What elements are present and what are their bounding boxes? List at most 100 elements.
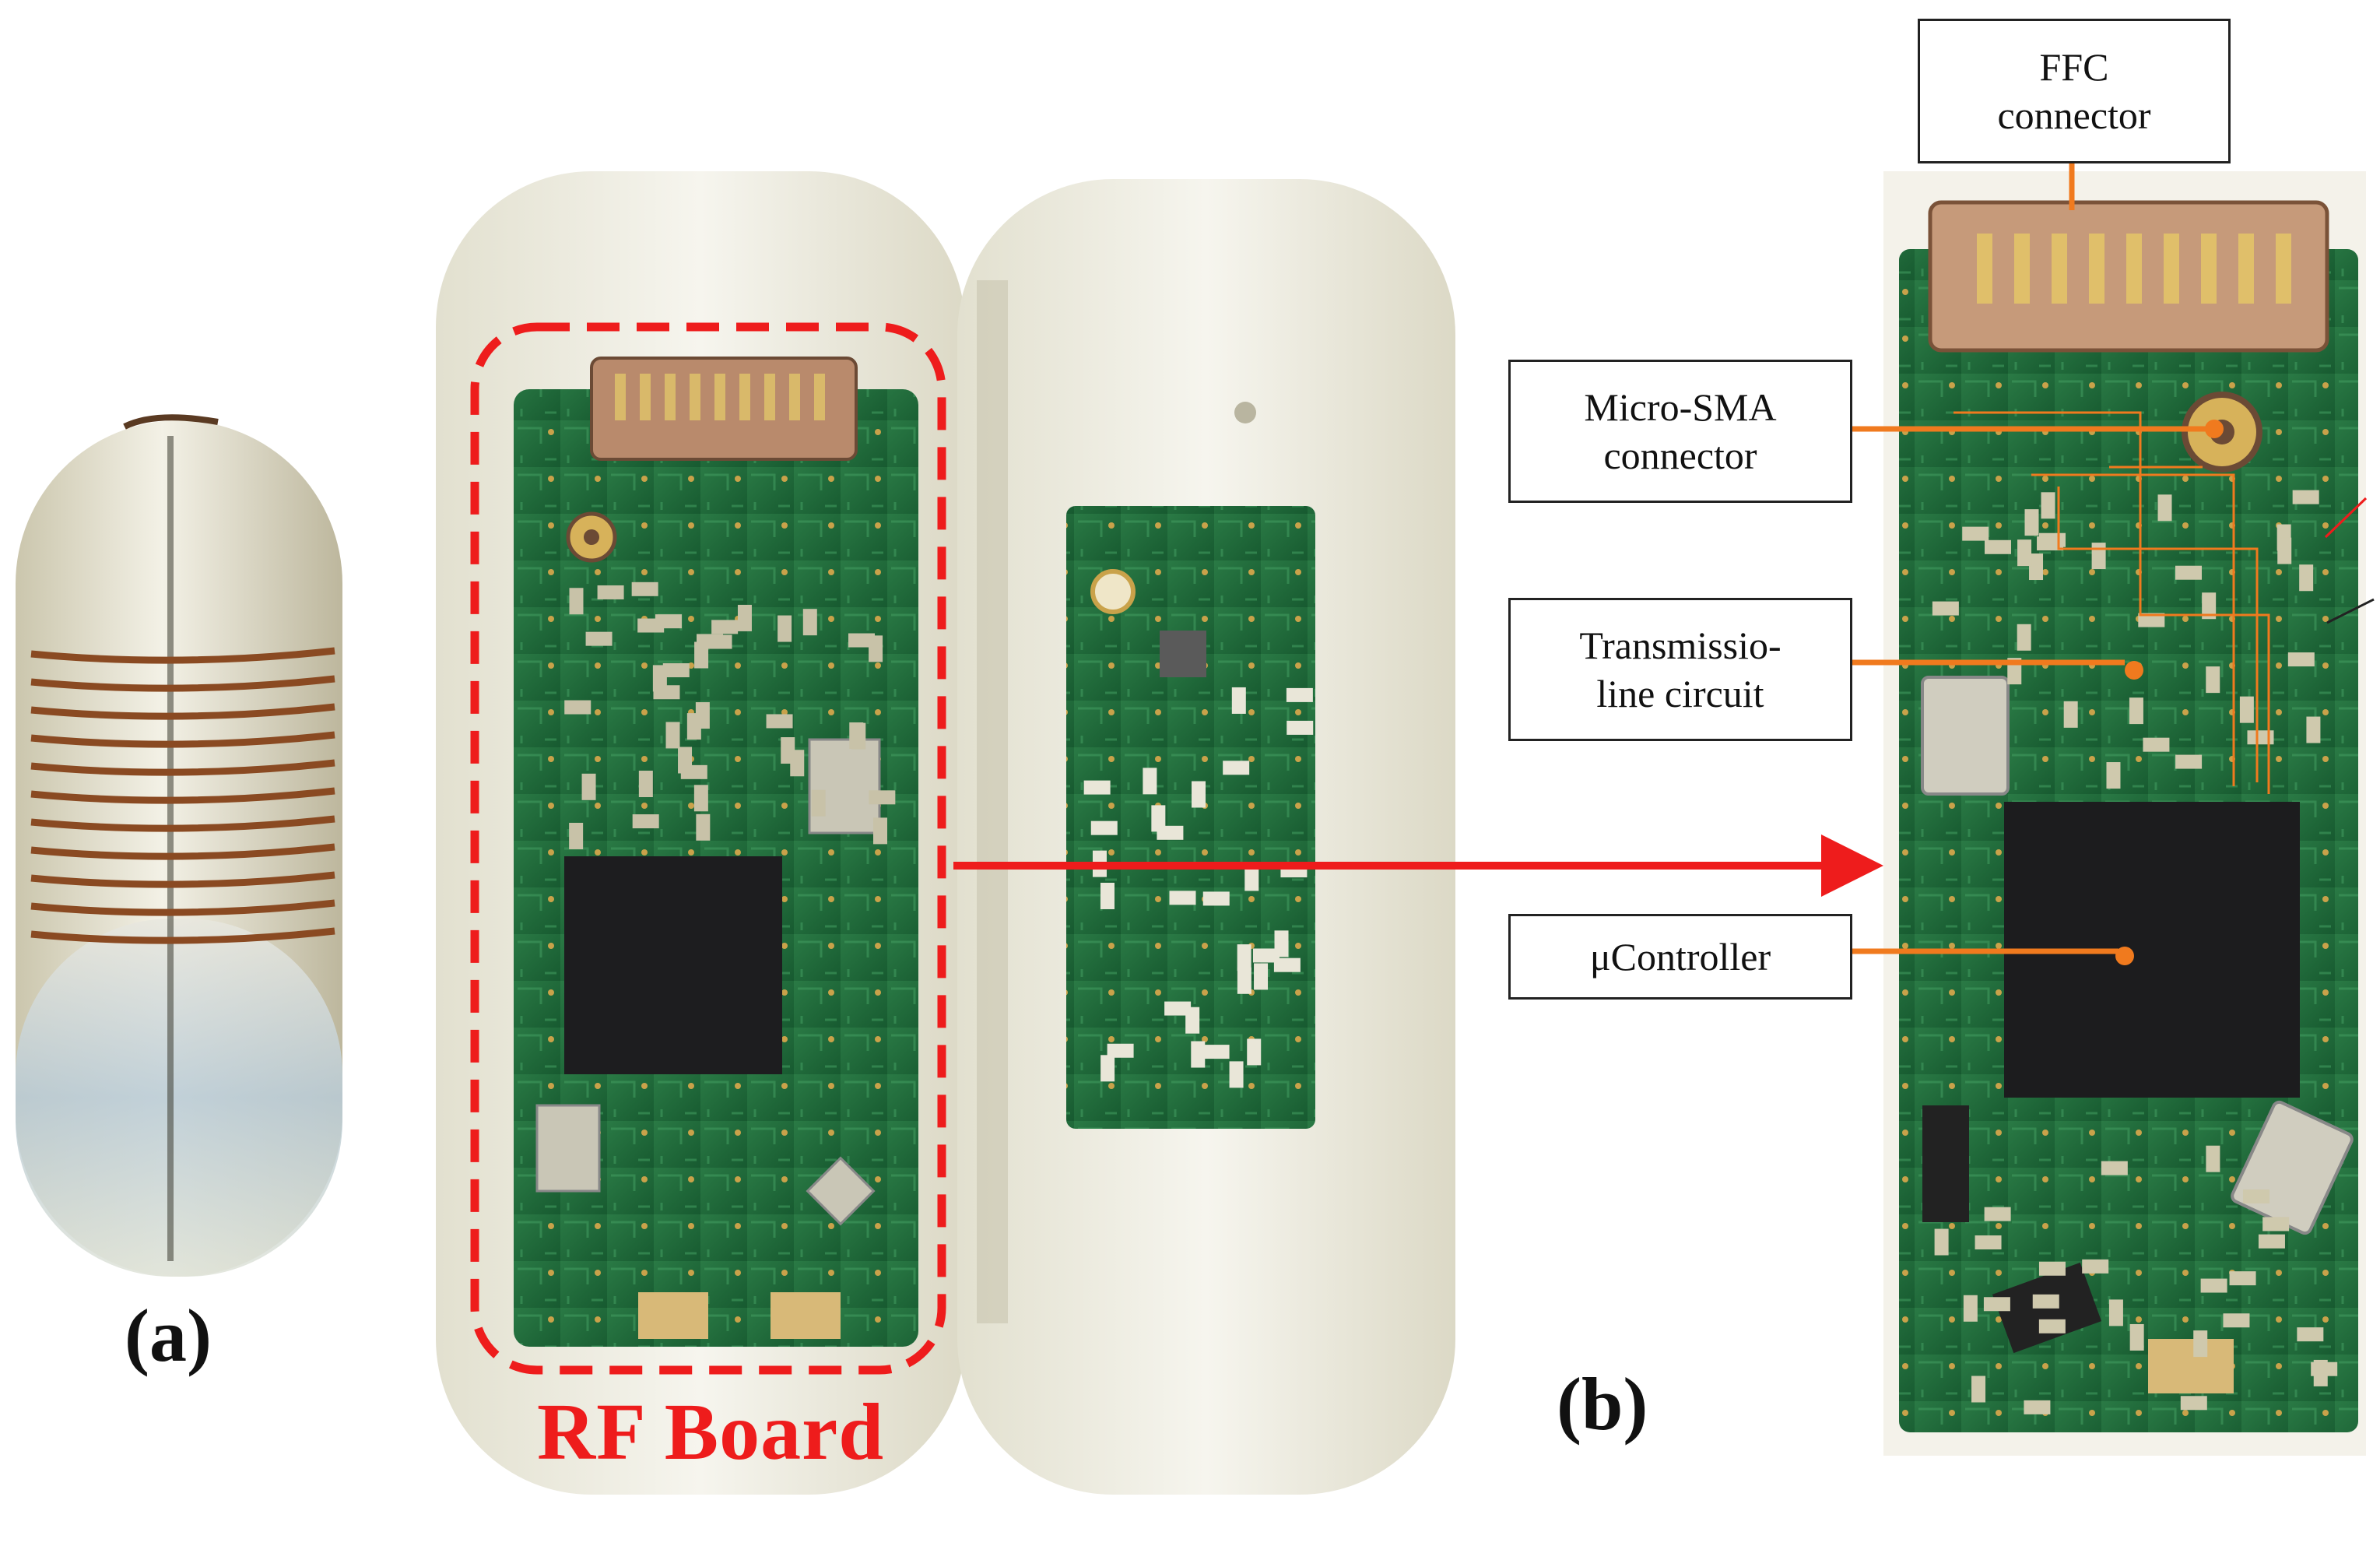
ffc-pin — [2164, 234, 2179, 304]
ffc-pin — [1977, 234, 1992, 304]
smd-component — [2029, 553, 2044, 581]
ffc-pin — [2126, 234, 2142, 304]
smd-component — [2229, 1271, 2256, 1286]
coil-winding — [30, 815, 335, 832]
smd-component — [766, 714, 793, 729]
smd-component — [1985, 539, 2012, 554]
smd-component — [665, 722, 680, 749]
smd-component — [1932, 601, 1959, 616]
ffc-pin — [640, 374, 651, 420]
smd-component — [1202, 1045, 1230, 1059]
ffc-pin — [2052, 234, 2067, 304]
coil-winding — [30, 759, 335, 776]
rf-board-label: RF Board — [537, 1387, 885, 1477]
smd-component — [1983, 1297, 2010, 1312]
shell-left — [436, 171, 965, 1495]
smd-component — [2297, 1327, 2324, 1342]
smd-component — [1971, 1376, 1986, 1403]
smd-component — [802, 609, 817, 636]
smd-component — [1202, 891, 1230, 906]
smd-component — [2091, 543, 2106, 570]
smd-component — [849, 722, 864, 749]
panel-label-a: (a) — [125, 1294, 212, 1377]
smd-component — [2017, 624, 2031, 651]
smd-component — [2143, 737, 2170, 752]
panel-label-b: (b) — [1557, 1362, 1648, 1446]
smd-component — [2311, 1362, 2338, 1376]
smd-component — [1107, 1043, 1134, 1058]
smd-component — [2024, 1400, 2051, 1414]
callout-transmission-line: Transmissio- line circuit — [1508, 598, 1852, 741]
smd-component — [1975, 1235, 2002, 1250]
leader-lines — [1851, 163, 2210, 954]
coil-winding — [30, 843, 335, 860]
smd-component — [869, 790, 896, 805]
smd-component — [2038, 1261, 2066, 1276]
smd-component — [2292, 490, 2319, 504]
smd-component — [2157, 494, 2172, 522]
smd-component — [2299, 564, 2314, 592]
smd-component — [1231, 687, 1246, 714]
smd-component — [1185, 1007, 1200, 1034]
smd-component — [1100, 882, 1115, 909]
ffc-pin — [714, 374, 725, 420]
smd-component — [597, 585, 624, 599]
smd-component — [2223, 1313, 2250, 1328]
callout-ffc-connector: FFC connector — [1918, 19, 2231, 163]
coil-winding — [30, 871, 335, 888]
ffc-pin — [2089, 234, 2104, 304]
callout-microcontroller: μController — [1508, 914, 1852, 1000]
smd-component — [1192, 781, 1206, 808]
smd-component — [1169, 891, 1196, 905]
coil-winding — [30, 787, 335, 804]
smd-component — [638, 771, 653, 798]
callout-microcontroller-text: μController — [1589, 934, 1771, 979]
smd-component — [2287, 652, 2315, 667]
smd-component — [705, 634, 732, 649]
ffc-pin — [615, 374, 626, 420]
smd-component — [1083, 780, 1111, 795]
ffc-pin — [2014, 234, 2030, 304]
smd-component — [2101, 1161, 2128, 1175]
smd-component — [2138, 613, 2165, 627]
smd-component — [686, 713, 701, 740]
smd-component — [2175, 754, 2203, 769]
smd-component — [2032, 1294, 2059, 1309]
smd-component — [2106, 762, 2121, 789]
smd-component — [1237, 967, 1251, 994]
rf-board-highlight — [470, 322, 946, 1375]
smd-component — [693, 785, 708, 812]
ffc-pin — [690, 374, 700, 420]
smd-component — [2262, 1217, 2290, 1232]
smd-component — [2041, 492, 2055, 519]
smd-component — [811, 789, 826, 817]
smd-component — [1244, 864, 1259, 891]
smd-component — [632, 814, 659, 829]
coil-winding — [30, 675, 335, 692]
smd-component — [2242, 1189, 2269, 1203]
smd-component — [662, 663, 690, 678]
smd-component — [1100, 1055, 1115, 1082]
smd-component — [2206, 666, 2220, 694]
smd-component — [1273, 957, 1301, 972]
ffc-pin — [665, 374, 676, 420]
smd-component — [564, 700, 591, 715]
smd-component — [694, 641, 709, 669]
callout-micro-sma-text: Micro-SMA connector — [1584, 385, 1777, 478]
coil-winding — [30, 703, 335, 720]
smd-component — [1164, 1001, 1192, 1016]
smd-component — [1287, 720, 1314, 735]
capsule-a — [16, 414, 342, 1277]
smd-component — [2200, 1278, 2227, 1293]
smd-component — [696, 813, 711, 841]
ffc-pin — [2276, 234, 2291, 304]
smd-component — [2037, 536, 2064, 551]
smd-component — [2258, 1234, 2285, 1249]
board-closeup — [1883, 171, 2375, 1456]
smd-component — [1090, 820, 1118, 835]
smd-component — [1934, 1228, 1949, 1256]
smd-component — [569, 588, 584, 615]
ffc-pin — [2238, 234, 2254, 304]
smd-component — [848, 633, 876, 648]
